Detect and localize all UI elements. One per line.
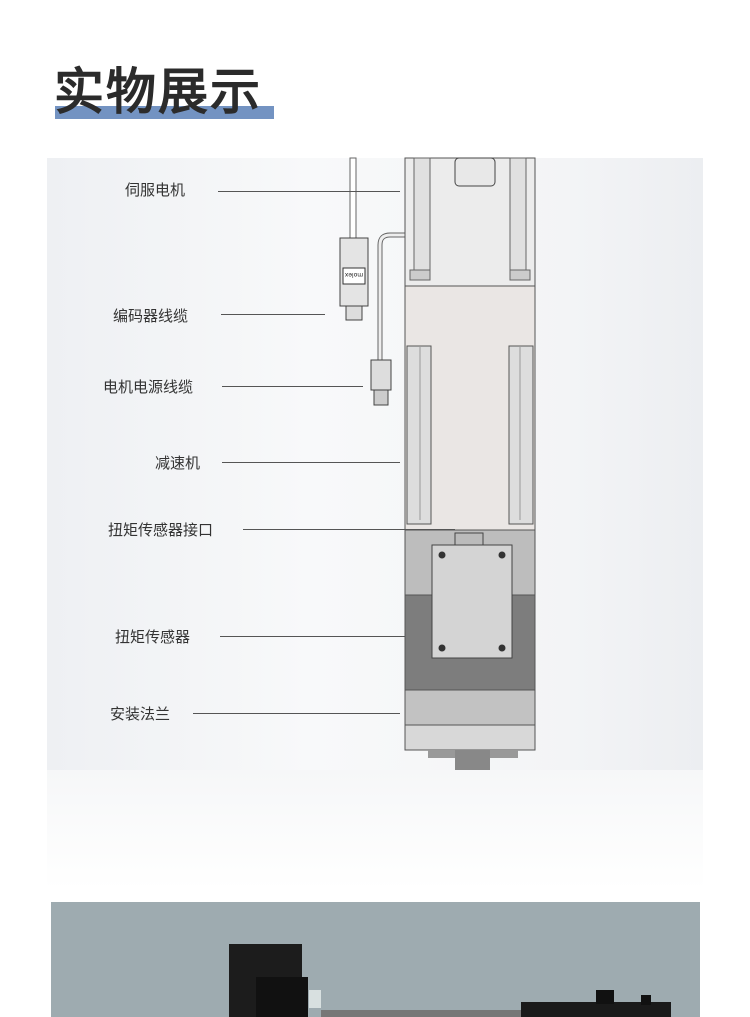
leader-line [243, 529, 455, 530]
diagram-fade [47, 770, 703, 890]
leader-line [221, 314, 325, 315]
label-mounting-flange: 安装法兰 [110, 705, 171, 723]
leader-line [193, 713, 400, 714]
page-title: 实物展示 [54, 63, 262, 121]
product-diagram [47, 158, 703, 770]
label-motor-power-cable: 电机电源线缆 [103, 378, 194, 396]
power-connector [370, 359, 392, 391]
leader-line [218, 191, 400, 192]
molex-logo: molex [344, 271, 363, 278]
label-servo-motor: 伺服电机 [125, 181, 186, 199]
label-torque-sensor-port: 扭矩传感器接口 [108, 521, 214, 539]
leader-line [222, 462, 400, 463]
sensor-plate [431, 544, 513, 659]
product-photo [51, 902, 700, 1017]
leader-line [222, 386, 363, 387]
leader-line [220, 636, 405, 637]
label-reducer: 减速机 [155, 454, 201, 472]
label-torque-sensor: 扭矩传感器 [115, 628, 191, 646]
title-underline [55, 106, 274, 119]
label-encoder-cable: 编码器线缆 [113, 307, 189, 325]
